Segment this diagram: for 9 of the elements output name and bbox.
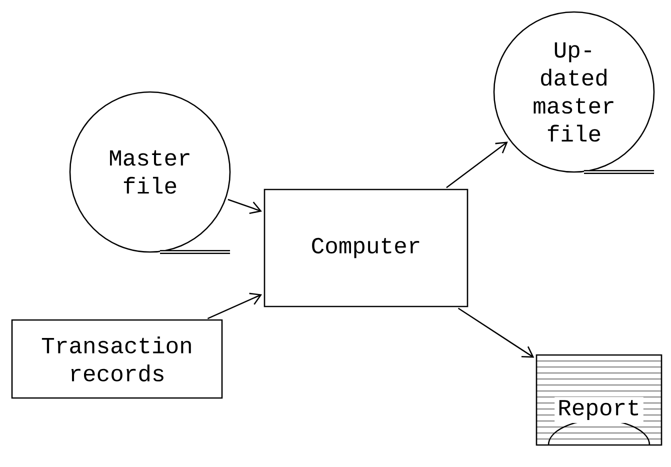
process-box: Transaction records xyxy=(11,319,223,399)
arrow xyxy=(446,142,508,188)
arrow xyxy=(458,308,534,358)
arrow xyxy=(207,292,262,320)
tape-reel: Master file xyxy=(69,91,231,254)
report-document: Report xyxy=(536,354,662,446)
tape-reel: Up- dated master file xyxy=(493,11,655,174)
computer-box: Computer xyxy=(264,188,468,308)
arrow xyxy=(228,198,262,214)
